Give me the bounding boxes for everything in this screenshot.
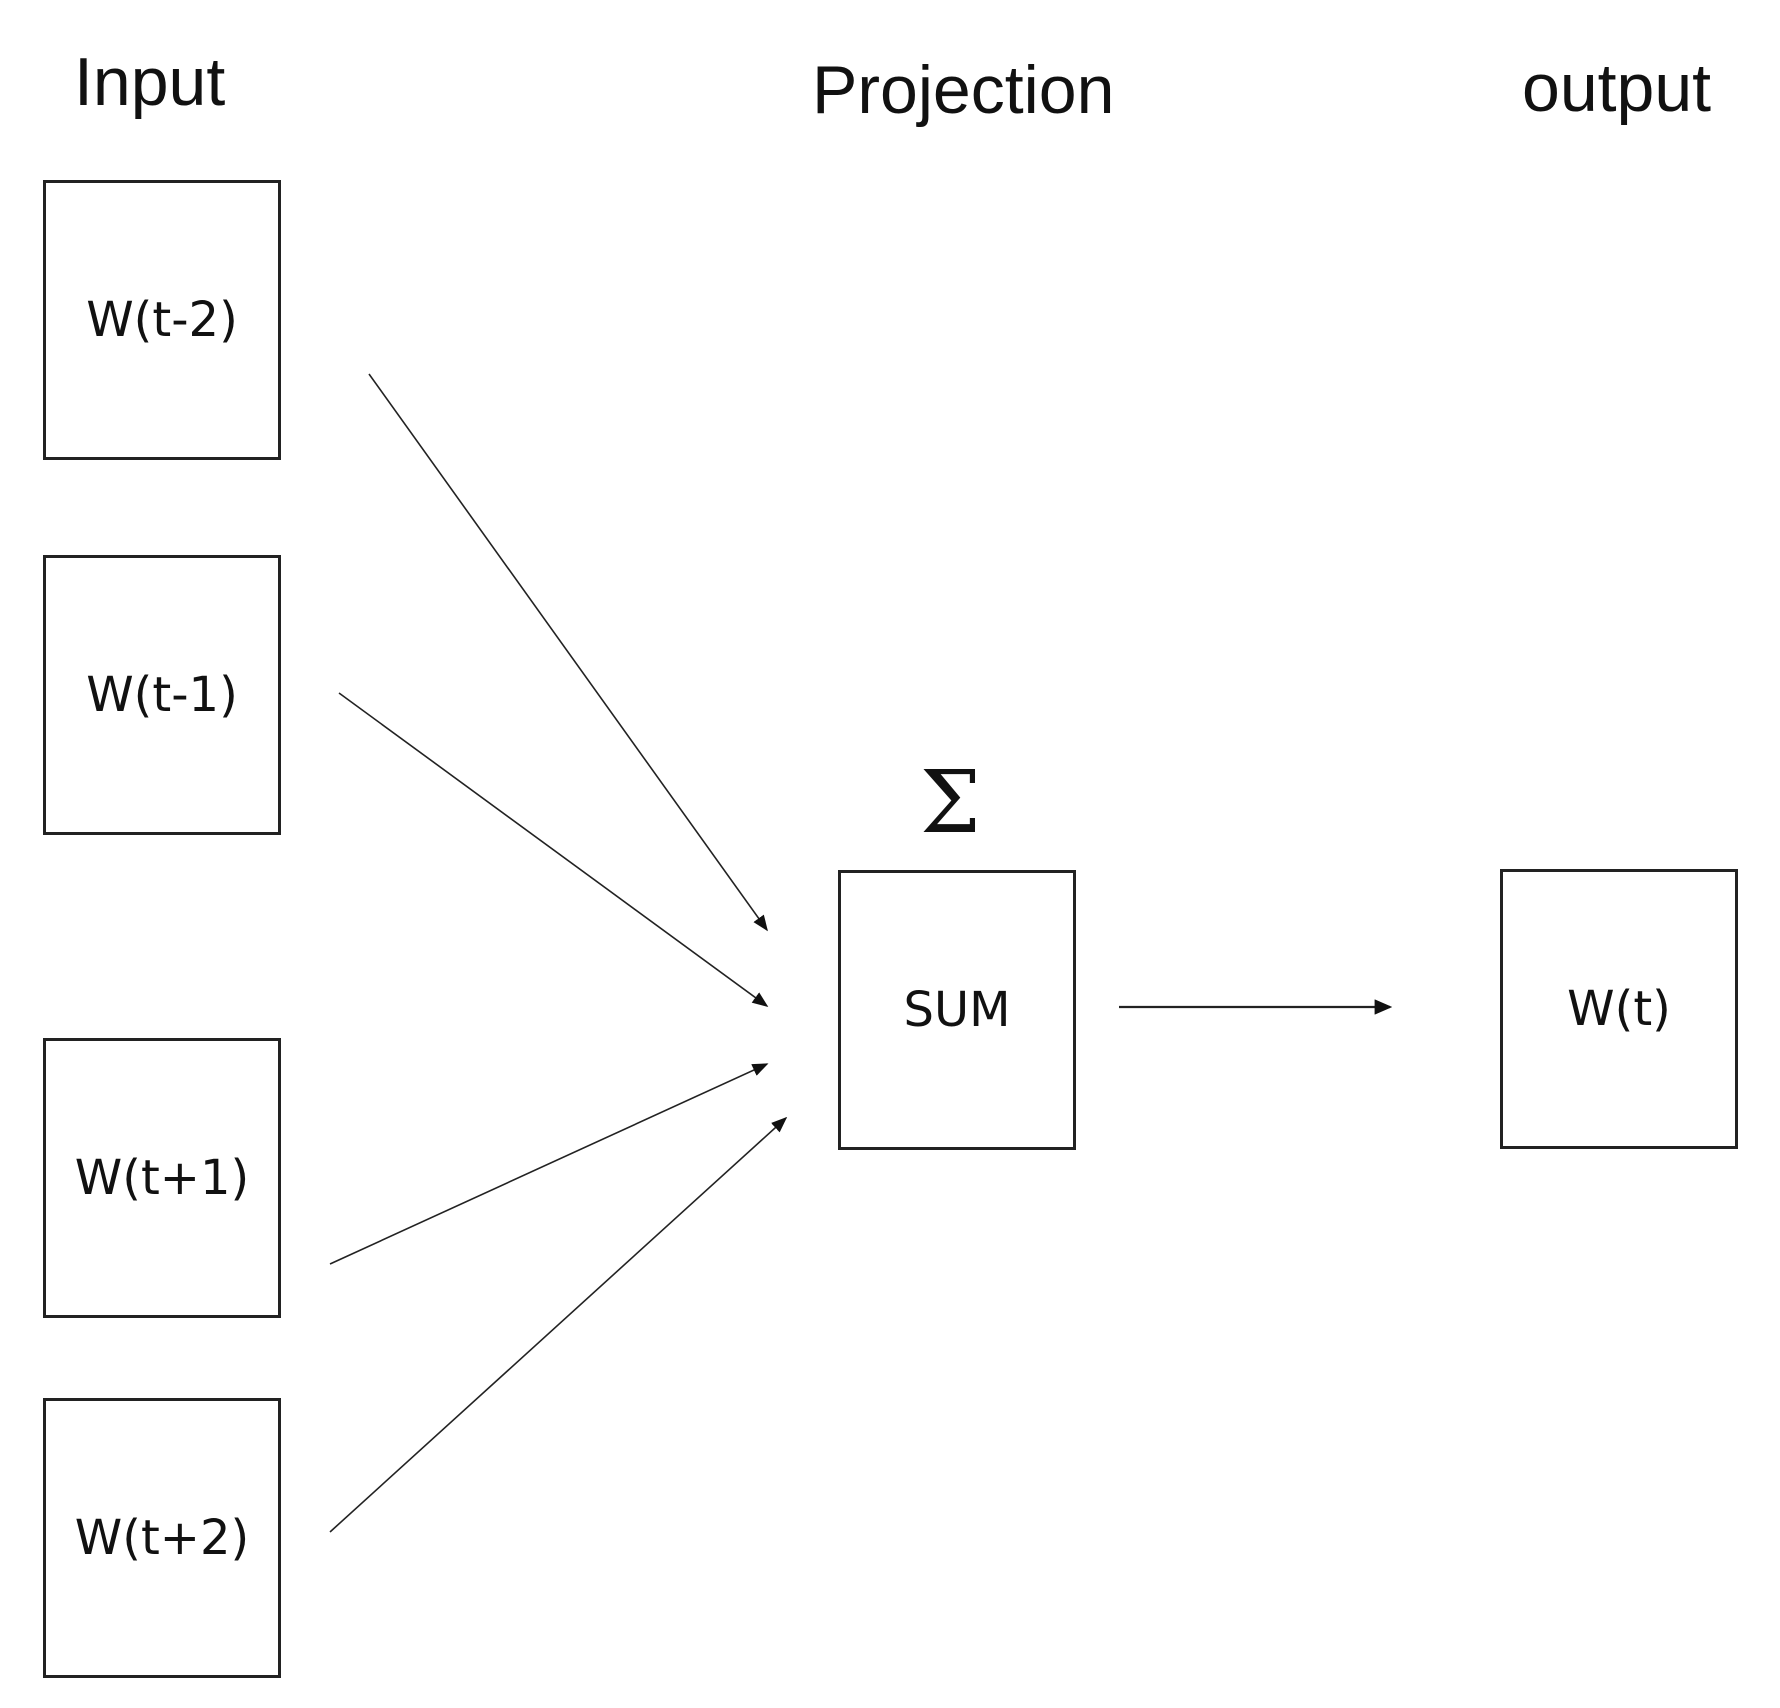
- output-label: W(t): [1567, 981, 1671, 1037]
- input-node-t-minus-2: W(t-2): [43, 180, 281, 460]
- arrow-t-plus-2-to-sum: [329, 1116, 788, 1533]
- sum-label: SUM: [903, 982, 1011, 1038]
- arrow-t-plus-1-to-sum: [329, 1063, 769, 1265]
- projection-sum-node: SUM: [838, 870, 1076, 1150]
- input-heading: Input: [74, 44, 226, 120]
- input-node-t-minus-1: W(t-1): [43, 555, 281, 835]
- output-heading: output: [1522, 50, 1712, 126]
- input-node-t-plus-2: W(t+2): [43, 1398, 281, 1678]
- sigma-symbol: Σ: [920, 753, 981, 853]
- output-node: W(t): [1500, 869, 1738, 1149]
- projection-heading: Projection: [812, 52, 1115, 128]
- input-node-t-plus-1: W(t+1): [43, 1038, 281, 1318]
- arrow-t-minus-1-to-sum: [338, 692, 769, 1007]
- input-node-label: W(t-1): [86, 667, 238, 723]
- input-node-label: W(t+1): [74, 1150, 250, 1206]
- input-node-label: W(t+2): [74, 1510, 250, 1566]
- arrow-t-minus-2-to-sum: [368, 373, 768, 932]
- input-node-label: W(t-2): [86, 292, 238, 348]
